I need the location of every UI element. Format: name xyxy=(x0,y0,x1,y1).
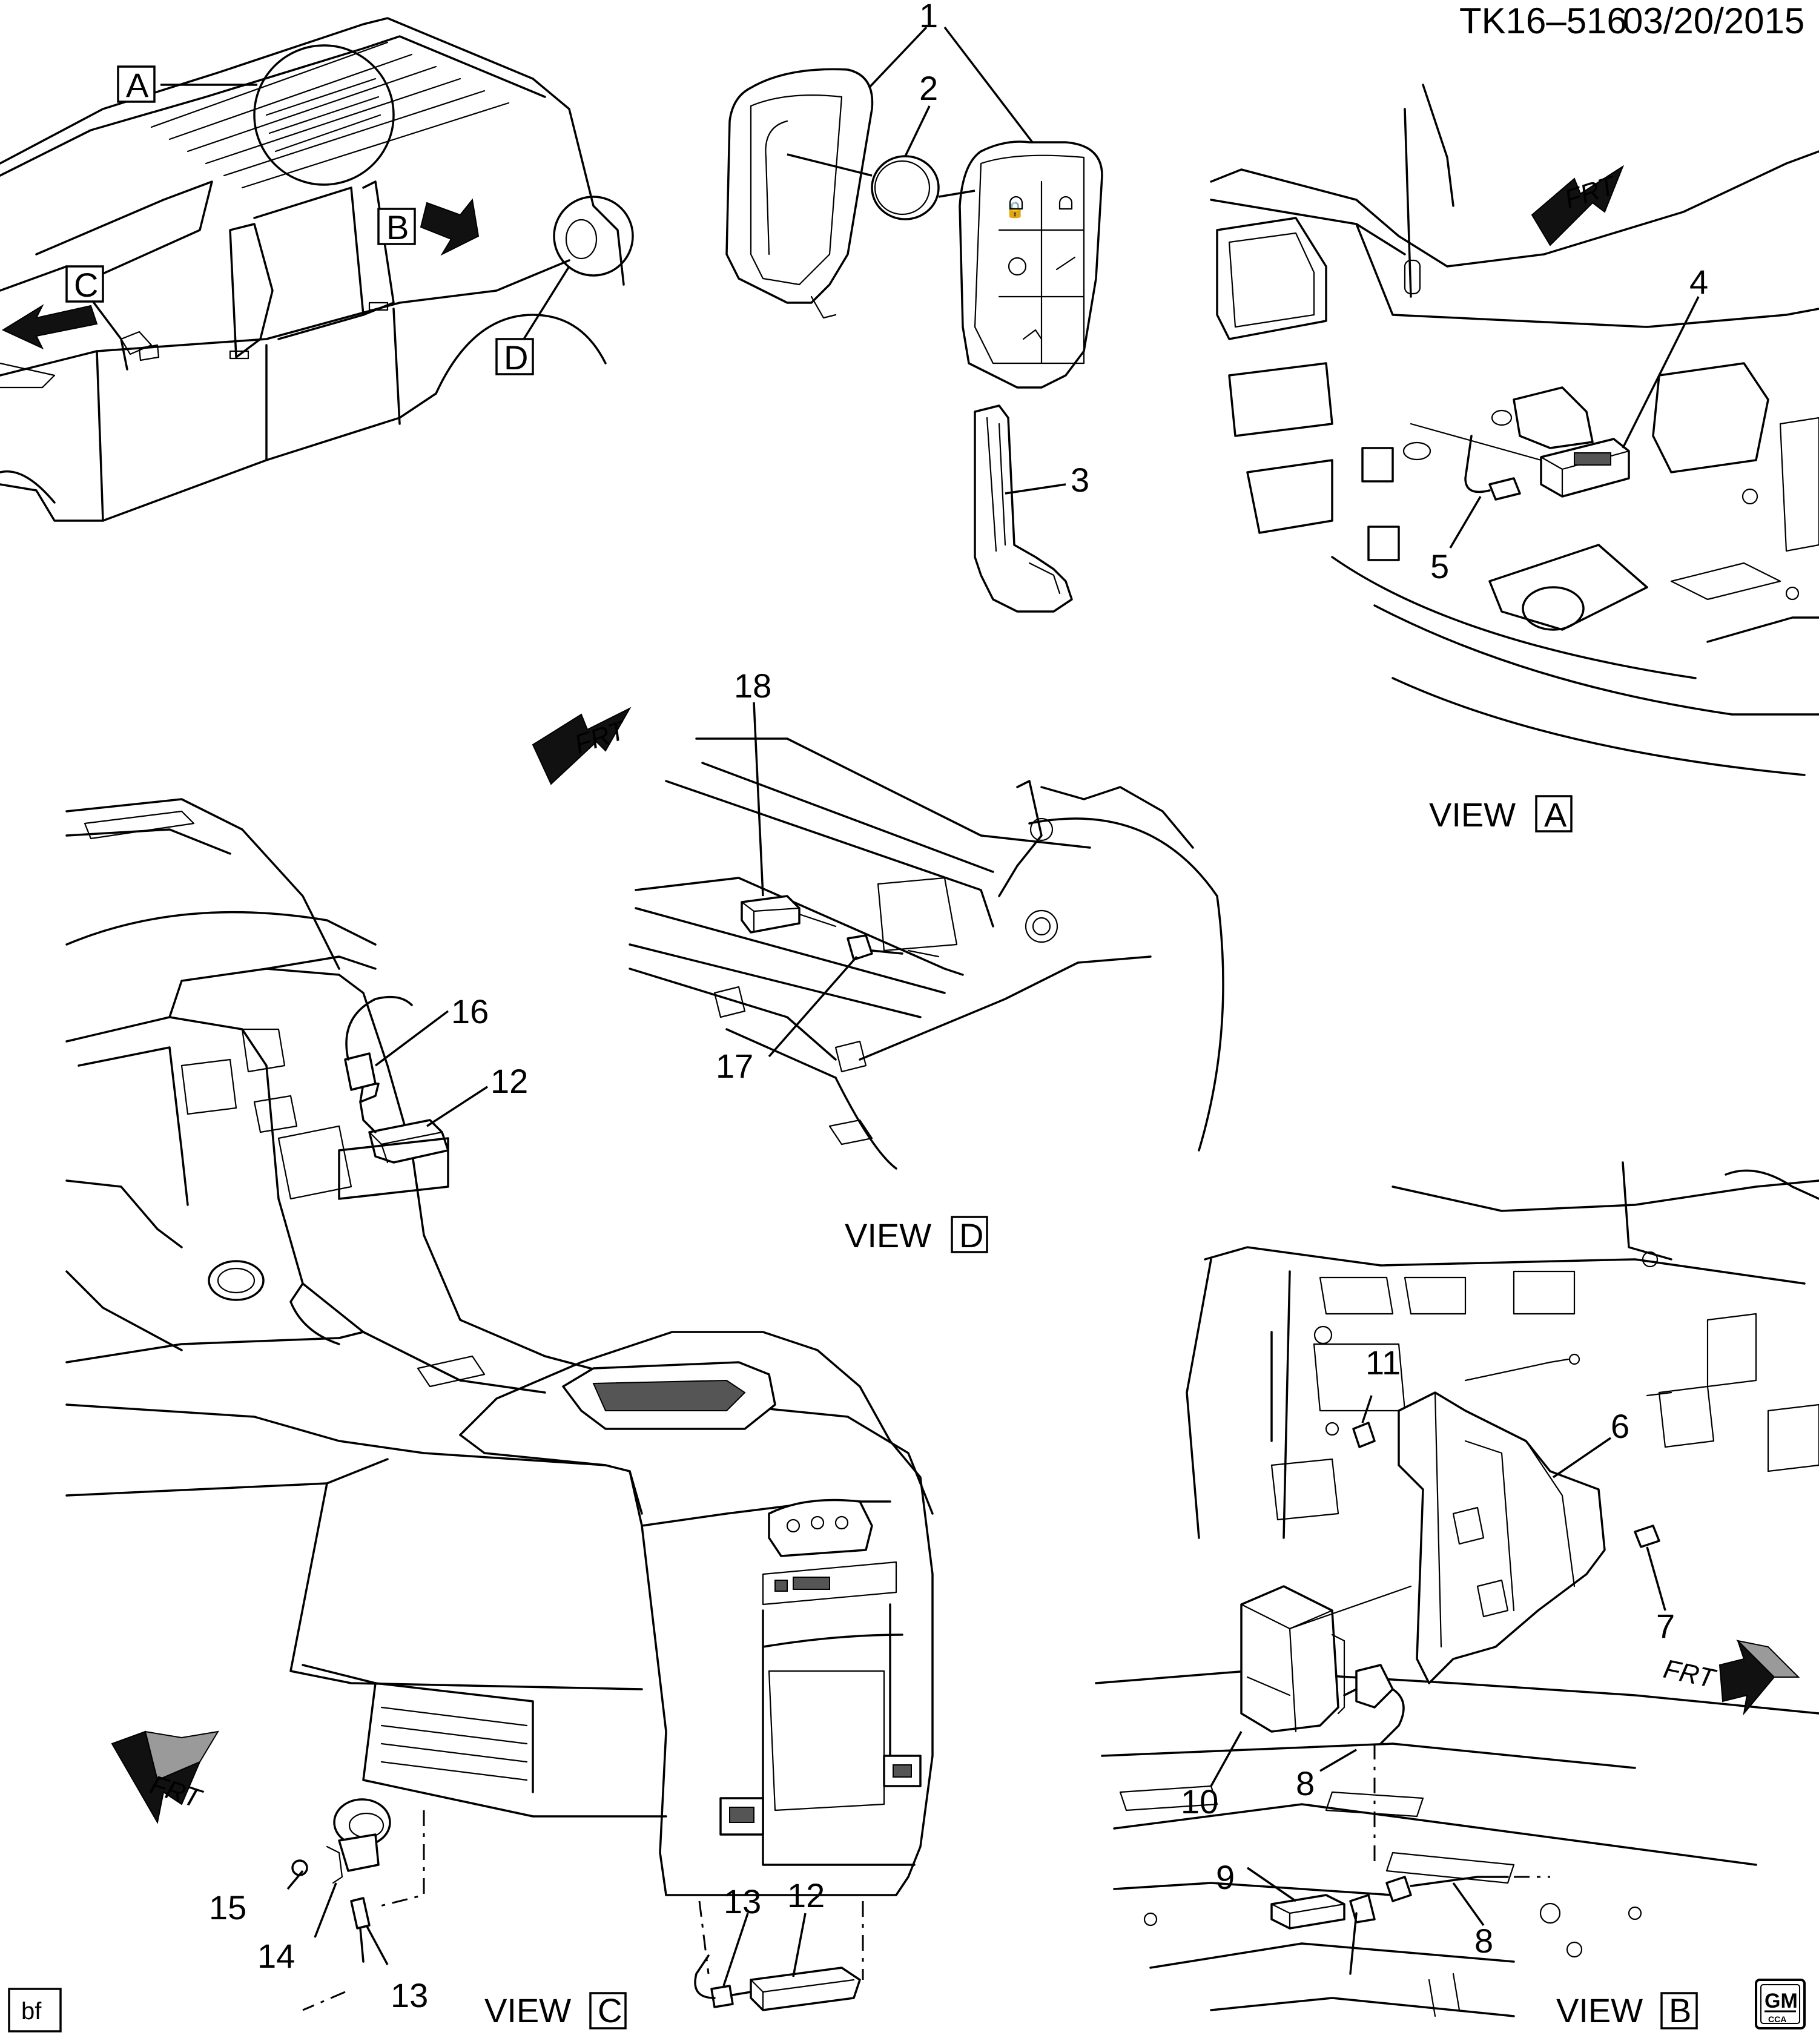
view-c-detail: 16 12 15 14 13 13 12 FRT VIEW xyxy=(65,798,934,2029)
callout-2: 2 xyxy=(919,69,938,107)
callout-3: 3 xyxy=(1071,461,1089,499)
mechanical-key-blade xyxy=(974,404,1073,613)
callout-4: 4 xyxy=(1689,263,1708,301)
detail-circle-d xyxy=(553,196,634,277)
module-view-b xyxy=(1240,1585,1339,1733)
view-b-direction-arrow xyxy=(420,198,480,256)
fob-front-shell xyxy=(959,140,1103,389)
view-c-label-word: VIEW xyxy=(484,1991,571,2029)
callout-11: 11 xyxy=(1365,1343,1401,1382)
callout-13-right: 13 xyxy=(724,1882,761,1920)
callout-8-upper: 8 xyxy=(1296,1764,1315,1802)
callout-1: 1 xyxy=(919,0,938,35)
frt-arrow-view-d xyxy=(532,707,632,785)
module-bracket xyxy=(1398,1391,1606,1684)
frt-label-view-b: FRT xyxy=(1661,1654,1719,1694)
view-d-letter-box xyxy=(951,1216,988,1253)
view-c-letter-box xyxy=(589,1992,627,2029)
view-b-label-letter: B xyxy=(1669,1991,1691,2029)
callout-8-lower: 8 xyxy=(1474,1922,1493,1960)
vehicle-overview: A B C D xyxy=(0,17,634,522)
gm-logo-text: GM xyxy=(1765,1990,1798,2013)
callout-16: 16 xyxy=(451,992,489,1030)
callout-10: 10 xyxy=(1181,1782,1218,1821)
callout-12-lower: 12 xyxy=(787,1876,825,1914)
callout-15: 15 xyxy=(209,1888,246,1927)
view-b-detail: 11 7 6 10 8 9 8 xyxy=(1095,1161,1819,2029)
view-a-label-letter: A xyxy=(1544,796,1567,834)
detail-letter-c-box xyxy=(65,265,104,303)
view-c-label-letter: C xyxy=(598,1991,622,2029)
detail-letter-c: C xyxy=(74,266,98,304)
view-c-direction-arrow xyxy=(1,304,98,350)
detail-circle-a xyxy=(253,44,395,186)
detail-letter-b: B xyxy=(386,208,409,246)
artist-initials-box xyxy=(8,1988,62,2032)
view-b-label-word: VIEW xyxy=(1556,1991,1643,2029)
coin-battery xyxy=(871,155,940,220)
view-b-letter-box xyxy=(1660,1992,1698,2029)
view-d-label-letter: D xyxy=(959,1216,983,1254)
document-id: TK16–516 xyxy=(1459,1,1627,41)
fob-rear-cover xyxy=(725,68,874,304)
antenna-module-view-b xyxy=(1270,1894,1345,1930)
module-view-d xyxy=(741,895,801,934)
view-d-label-word: VIEW xyxy=(845,1216,931,1254)
callout-5: 5 xyxy=(1430,547,1449,585)
callout-17: 17 xyxy=(716,1047,753,1085)
view-a-letter-box xyxy=(1535,795,1573,832)
sensor-bracket xyxy=(338,1833,380,1872)
document-date: 03/20/2015 xyxy=(1623,1,1804,41)
frt-arrow-view-b xyxy=(1718,1640,1775,1716)
gm-logo: GM CCA xyxy=(1755,1979,1806,2029)
gm-logo-subtext: CCA xyxy=(1768,2014,1786,2024)
detail-letter-d-box xyxy=(495,338,534,375)
callout-13-left: 13 xyxy=(391,1976,428,2014)
callout-14: 14 xyxy=(257,1937,295,1975)
callout-7: 7 xyxy=(1656,1607,1675,1645)
detail-letter-b-box xyxy=(377,208,416,245)
key-fob-group: 🔒 1 2 3 xyxy=(725,0,1103,613)
artist-initials: bf xyxy=(21,1998,42,2025)
detail-letter-a-box xyxy=(117,65,156,103)
callout-6: 6 xyxy=(1611,1407,1629,1445)
header: TK16–516 03/20/2015 xyxy=(1459,1,1804,41)
view-a-detail: 4 5 FRT VIEW A xyxy=(1210,84,1819,834)
frt-arrow-view-a xyxy=(1531,165,1625,246)
callout-12-upper: 12 xyxy=(490,1062,528,1100)
module-view-c-lower xyxy=(750,1967,861,2011)
detail-letter-d: D xyxy=(504,338,528,377)
callout-9: 9 xyxy=(1216,1858,1235,1896)
view-d-detail: 18 17 FRT VIEW D xyxy=(532,667,1224,1254)
view-a-label-word: VIEW xyxy=(1429,796,1516,834)
footer: bf GM CCA xyxy=(8,1979,1806,2032)
callout-18: 18 xyxy=(734,667,771,705)
detail-letter-a: A xyxy=(126,66,149,104)
